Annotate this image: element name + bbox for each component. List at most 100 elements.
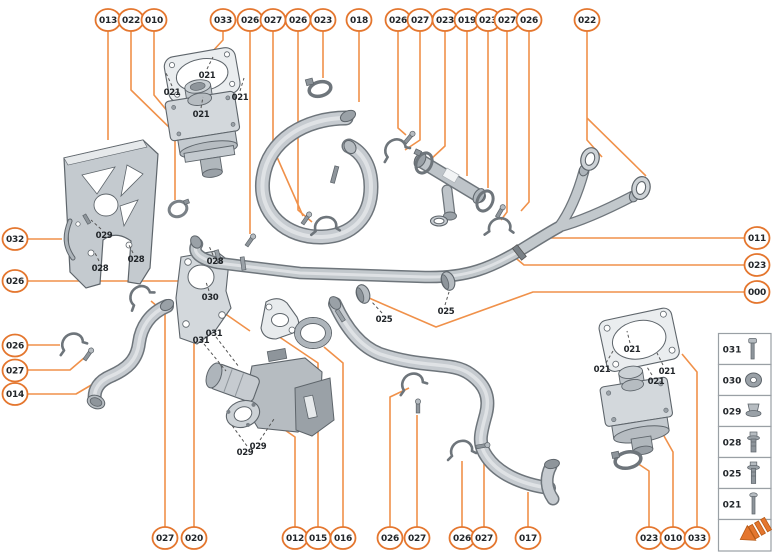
callout-badge-016[interactable]: 016 <box>329 526 357 550</box>
svg-text:023: 023 <box>436 16 454 26</box>
svg-text:029: 029 <box>723 408 742 418</box>
legend-row-029[interactable]: 029 <box>717 394 772 428</box>
callout-badge-018[interactable]: 018 <box>345 8 373 32</box>
callout-badge-027bt2[interactable]: 027 <box>403 526 431 550</box>
callout-badge-027[interactable]: 027 <box>259 8 287 32</box>
callout-badges: 013 022 010 033 026 027 026 023 018 026 … <box>1 8 771 550</box>
flange-screw-icon <box>747 461 760 484</box>
svg-text:026: 026 <box>289 16 307 26</box>
part-sealing-ring-b <box>631 176 651 200</box>
svg-text:026: 026 <box>6 342 24 352</box>
callout-badge-027bt3[interactable]: 027 <box>470 526 498 550</box>
svg-text:027: 027 <box>498 16 516 26</box>
part-number-label: 021 <box>199 71 216 81</box>
svg-text:023: 023 <box>479 16 497 26</box>
machine-screw-icon <box>749 492 758 515</box>
callout-badge-026bt[interactable]: 026 <box>376 526 404 550</box>
part-tpiece-illustration <box>413 148 495 227</box>
callout-badge-026d[interactable]: 026 <box>515 8 543 32</box>
part-number-label: 029 <box>237 448 254 458</box>
callout-badge-027b[interactable]: 027 <box>406 8 434 32</box>
callout-badge-026b[interactable]: 026 <box>284 8 312 32</box>
svg-text:015: 015 <box>309 534 327 544</box>
part-pipe-clamps-illustration <box>355 271 456 304</box>
part-number-label: 028 <box>92 264 109 274</box>
part-gasket-bottom-illustration <box>598 307 680 372</box>
legend-row-021[interactable]: 021 <box>717 487 772 521</box>
svg-text:032: 032 <box>6 235 24 245</box>
callout-badge-027l[interactable]: 027 <box>1 358 29 383</box>
svg-text:027: 027 <box>475 534 493 544</box>
callout-badge-027bt[interactable]: 027 <box>151 526 179 550</box>
callout-badge-033bt[interactable]: 033 <box>683 526 711 550</box>
callout-badge-010bt[interactable]: 010 <box>659 526 687 550</box>
flange-bolt-icon <box>747 431 760 453</box>
part-number-label: 025 <box>376 315 393 325</box>
part-lower-hose-illustration <box>328 296 560 506</box>
callout-badge-014[interactable]: 014 <box>1 382 29 406</box>
part-strip-illustration <box>63 218 76 261</box>
washer-icon <box>745 372 762 388</box>
svg-text:026: 026 <box>520 16 538 26</box>
svg-text:020: 020 <box>185 534 203 544</box>
callout-badge-026l2[interactable]: 026 <box>1 333 29 358</box>
callout-badge-022b[interactable]: 022 <box>573 8 601 32</box>
part-number-label: 021 <box>659 367 676 377</box>
callout-badge-023r[interactable]: 023 <box>743 253 771 277</box>
part-number-label: 028 <box>128 255 145 265</box>
part-seal-ring-illustration <box>167 198 190 219</box>
svg-text:011: 011 <box>748 234 766 244</box>
part-number-label: 021 <box>164 88 181 98</box>
part-number-label: 025 <box>438 307 455 317</box>
part-number-label: 021 <box>193 110 210 120</box>
callout-badge-015[interactable]: 015 <box>304 526 332 550</box>
part-pump-top-illustration <box>164 79 241 178</box>
callout-badge-032[interactable]: 032 <box>1 227 29 251</box>
svg-text:018: 018 <box>350 16 368 26</box>
part-curved-hose-illustration <box>254 77 379 245</box>
callout-badge-017[interactable]: 017 <box>514 526 542 550</box>
part-triangular-gasket-illustration <box>260 298 300 340</box>
bolt-long-icon <box>748 338 757 360</box>
callout-badge-026bt2[interactable]: 026 <box>448 526 476 550</box>
callout-badge-010[interactable]: 010 <box>140 8 168 32</box>
svg-text:026: 026 <box>241 16 259 26</box>
part-number-label: 031 <box>206 329 223 339</box>
svg-text:016: 016 <box>334 534 352 544</box>
legend-row-031[interactable]: 031 <box>717 332 772 366</box>
svg-text:013: 013 <box>99 16 117 26</box>
svg-text:025: 025 <box>723 470 742 480</box>
svg-text:022: 022 <box>578 16 596 26</box>
callout-badge-000[interactable]: 000 <box>743 280 771 304</box>
svg-text:026: 026 <box>6 277 24 287</box>
svg-text:017: 017 <box>519 534 537 544</box>
part-number-label: 031 <box>193 336 210 346</box>
part-oring-illustration <box>294 317 332 349</box>
callout-badge-013[interactable]: 013 <box>94 8 122 32</box>
callout-badge-020[interactable]: 020 <box>180 526 208 550</box>
callout-badge-033[interactable]: 033 <box>209 8 237 32</box>
part-number-label: 021 <box>594 365 611 375</box>
svg-text:026: 026 <box>389 16 407 26</box>
callout-badge-026[interactable]: 026 <box>236 8 264 32</box>
part-elbow-hose-illustration <box>86 298 175 410</box>
part-pump-bottom-illustration <box>599 365 673 471</box>
part-number-label: 030 <box>202 293 219 303</box>
callout-badge-023bt[interactable]: 023 <box>635 526 663 550</box>
legend-row-030[interactable]: 030 <box>717 363 772 397</box>
part-number-label: 029 <box>250 442 267 452</box>
svg-text:027: 027 <box>156 534 174 544</box>
callout-badge-022[interactable]: 022 <box>117 8 145 32</box>
svg-text:019: 019 <box>458 16 476 26</box>
svg-text:031: 031 <box>723 346 742 356</box>
callout-badge-011[interactable]: 011 <box>743 226 771 250</box>
part-number-label: 029 <box>96 231 113 241</box>
callout-badge-023[interactable]: 023 <box>309 8 337 32</box>
callout-badge-026l[interactable]: 026 <box>1 269 29 293</box>
legend-row-028[interactable]: 028 <box>717 425 772 459</box>
svg-text:012: 012 <box>286 534 304 544</box>
legend-row-025[interactable]: 025 <box>717 456 772 490</box>
callout-badge-012[interactable]: 012 <box>281 526 309 550</box>
